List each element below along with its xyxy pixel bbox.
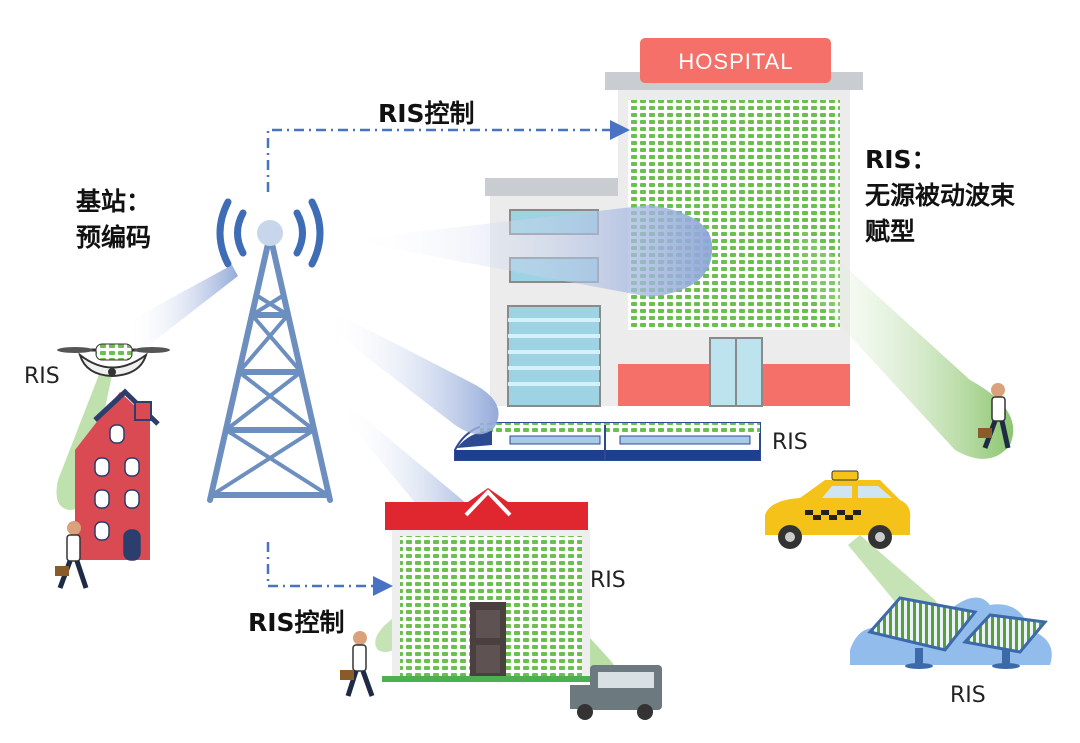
base-station-line-1: 基站： [76, 184, 151, 220]
ris-control-arrow-bottom [268, 542, 388, 586]
ris-label-train: RIS [772, 430, 808, 455]
ris-description-label: RIS： 无源被动波束 赋型 [865, 142, 1015, 250]
hospital-garage-door [508, 306, 600, 406]
ris-label-drone: RIS [24, 364, 60, 389]
ris-control-label-bottom: RIS控制 [248, 603, 345, 639]
ris-control-label-top: RIS控制 [378, 94, 475, 130]
base-station-line-2: 预编码 [76, 220, 151, 256]
taxi [765, 471, 910, 549]
train [455, 423, 760, 460]
base-station-label: 基站： 预编码 [76, 184, 151, 256]
drone [57, 344, 170, 376]
ris-description-line-2: 无源被动波束 [865, 178, 1015, 214]
ris-house [382, 488, 592, 682]
ris-description-line-3: 赋型 [865, 214, 1015, 250]
solar-panels [850, 597, 1052, 669]
ris-description-line-1: RIS： [865, 142, 1015, 178]
antenna-ball [257, 220, 283, 246]
hospital-sign: HOSPITAL [640, 38, 831, 83]
hospital-door [710, 338, 762, 406]
pedestrian-center [340, 631, 372, 696]
beam-to-drone [126, 265, 238, 347]
ris-label-house: RIS [590, 568, 626, 593]
ris-label-solar: RIS [950, 683, 986, 708]
hospital-sign-text: HOSPITAL [678, 49, 793, 74]
